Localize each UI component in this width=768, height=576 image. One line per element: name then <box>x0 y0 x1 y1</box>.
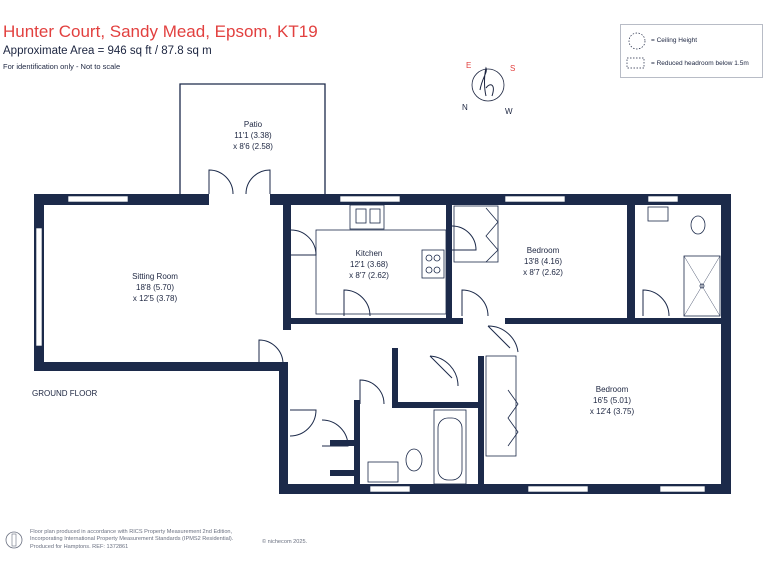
compass-w: W <box>505 107 513 116</box>
kitchen-dim1: 12'1 (3.68) <box>350 260 388 269</box>
bedroom2-name: Bedroom <box>596 385 629 394</box>
bedroom1-dim2: x 8'7 (2.62) <box>523 268 563 277</box>
compass-s: S <box>510 64 515 73</box>
nichecom-logo <box>5 531 23 549</box>
bedroom2-dim1: 16'5 (5.01) <box>593 396 631 405</box>
patio-dim2: x 8'6 (2.58) <box>233 142 273 151</box>
compass-e: E <box>466 61 471 70</box>
kitchen-fittings <box>315 204 447 315</box>
kitchen-dim2: x 8'7 (2.62) <box>349 271 389 280</box>
patio-dim1: 11'1 (3.38) <box>234 131 272 140</box>
windows <box>35 195 706 493</box>
floor-label: GROUND FLOOR <box>32 389 98 398</box>
doors <box>208 169 670 447</box>
bathroom-fittings <box>367 409 467 485</box>
ensuite-fittings <box>647 206 721 317</box>
footer-line-1: Floor plan produced in accordance with R… <box>30 529 233 535</box>
bedroom1-dim1: 13'8 (4.16) <box>524 257 562 266</box>
approximate-area: Approximate Area = 946 sq ft / 87.8 sq m <box>3 45 212 57</box>
compass-n: N <box>462 103 468 112</box>
page-title: Hunter Court, Sandy Mead, Epsom, KT19 <box>3 22 318 41</box>
reduced-headroom-icon <box>626 57 645 69</box>
walls <box>34 194 731 494</box>
legend-ceiling-height: = Ceiling Height <box>651 37 698 44</box>
footer-line-2: Incorporating International Property Mea… <box>30 536 234 543</box>
legend-reduced-headroom: = Reduced headroom below 1.5m <box>651 60 749 67</box>
sitting-room-dim1: 18'8 (5.70) <box>136 283 174 292</box>
patio-name: Patio <box>244 120 263 129</box>
patio-outline <box>179 83 326 194</box>
ceiling-height-icon <box>628 32 646 50</box>
sitting-room-dim2: x 12'5 (3.78) <box>133 294 178 303</box>
wardrobes <box>453 205 519 457</box>
bedroom1-name: Bedroom <box>527 246 560 255</box>
legend-box: = Ceiling Height = Reduced headroom belo… <box>620 24 763 78</box>
footer-text: Floor plan produced in accordance with R… <box>30 529 233 551</box>
sitting-room-name: Sitting Room <box>132 272 178 281</box>
kitchen-name: Kitchen <box>356 249 383 258</box>
compass: E S N W <box>462 61 515 116</box>
footer-brand: © nichecom 2025. <box>262 539 308 545</box>
disclaimer-text: For identification only - Not to scale <box>3 62 121 71</box>
bedroom2-dim2: x 12'4 (3.75) <box>590 407 635 416</box>
room-labels: Patio 11'1 (3.38) x 8'6 (2.58) Sitting R… <box>132 120 634 416</box>
footer-line-3: Produced for Hamptons. REF: 1372861 <box>30 543 129 550</box>
